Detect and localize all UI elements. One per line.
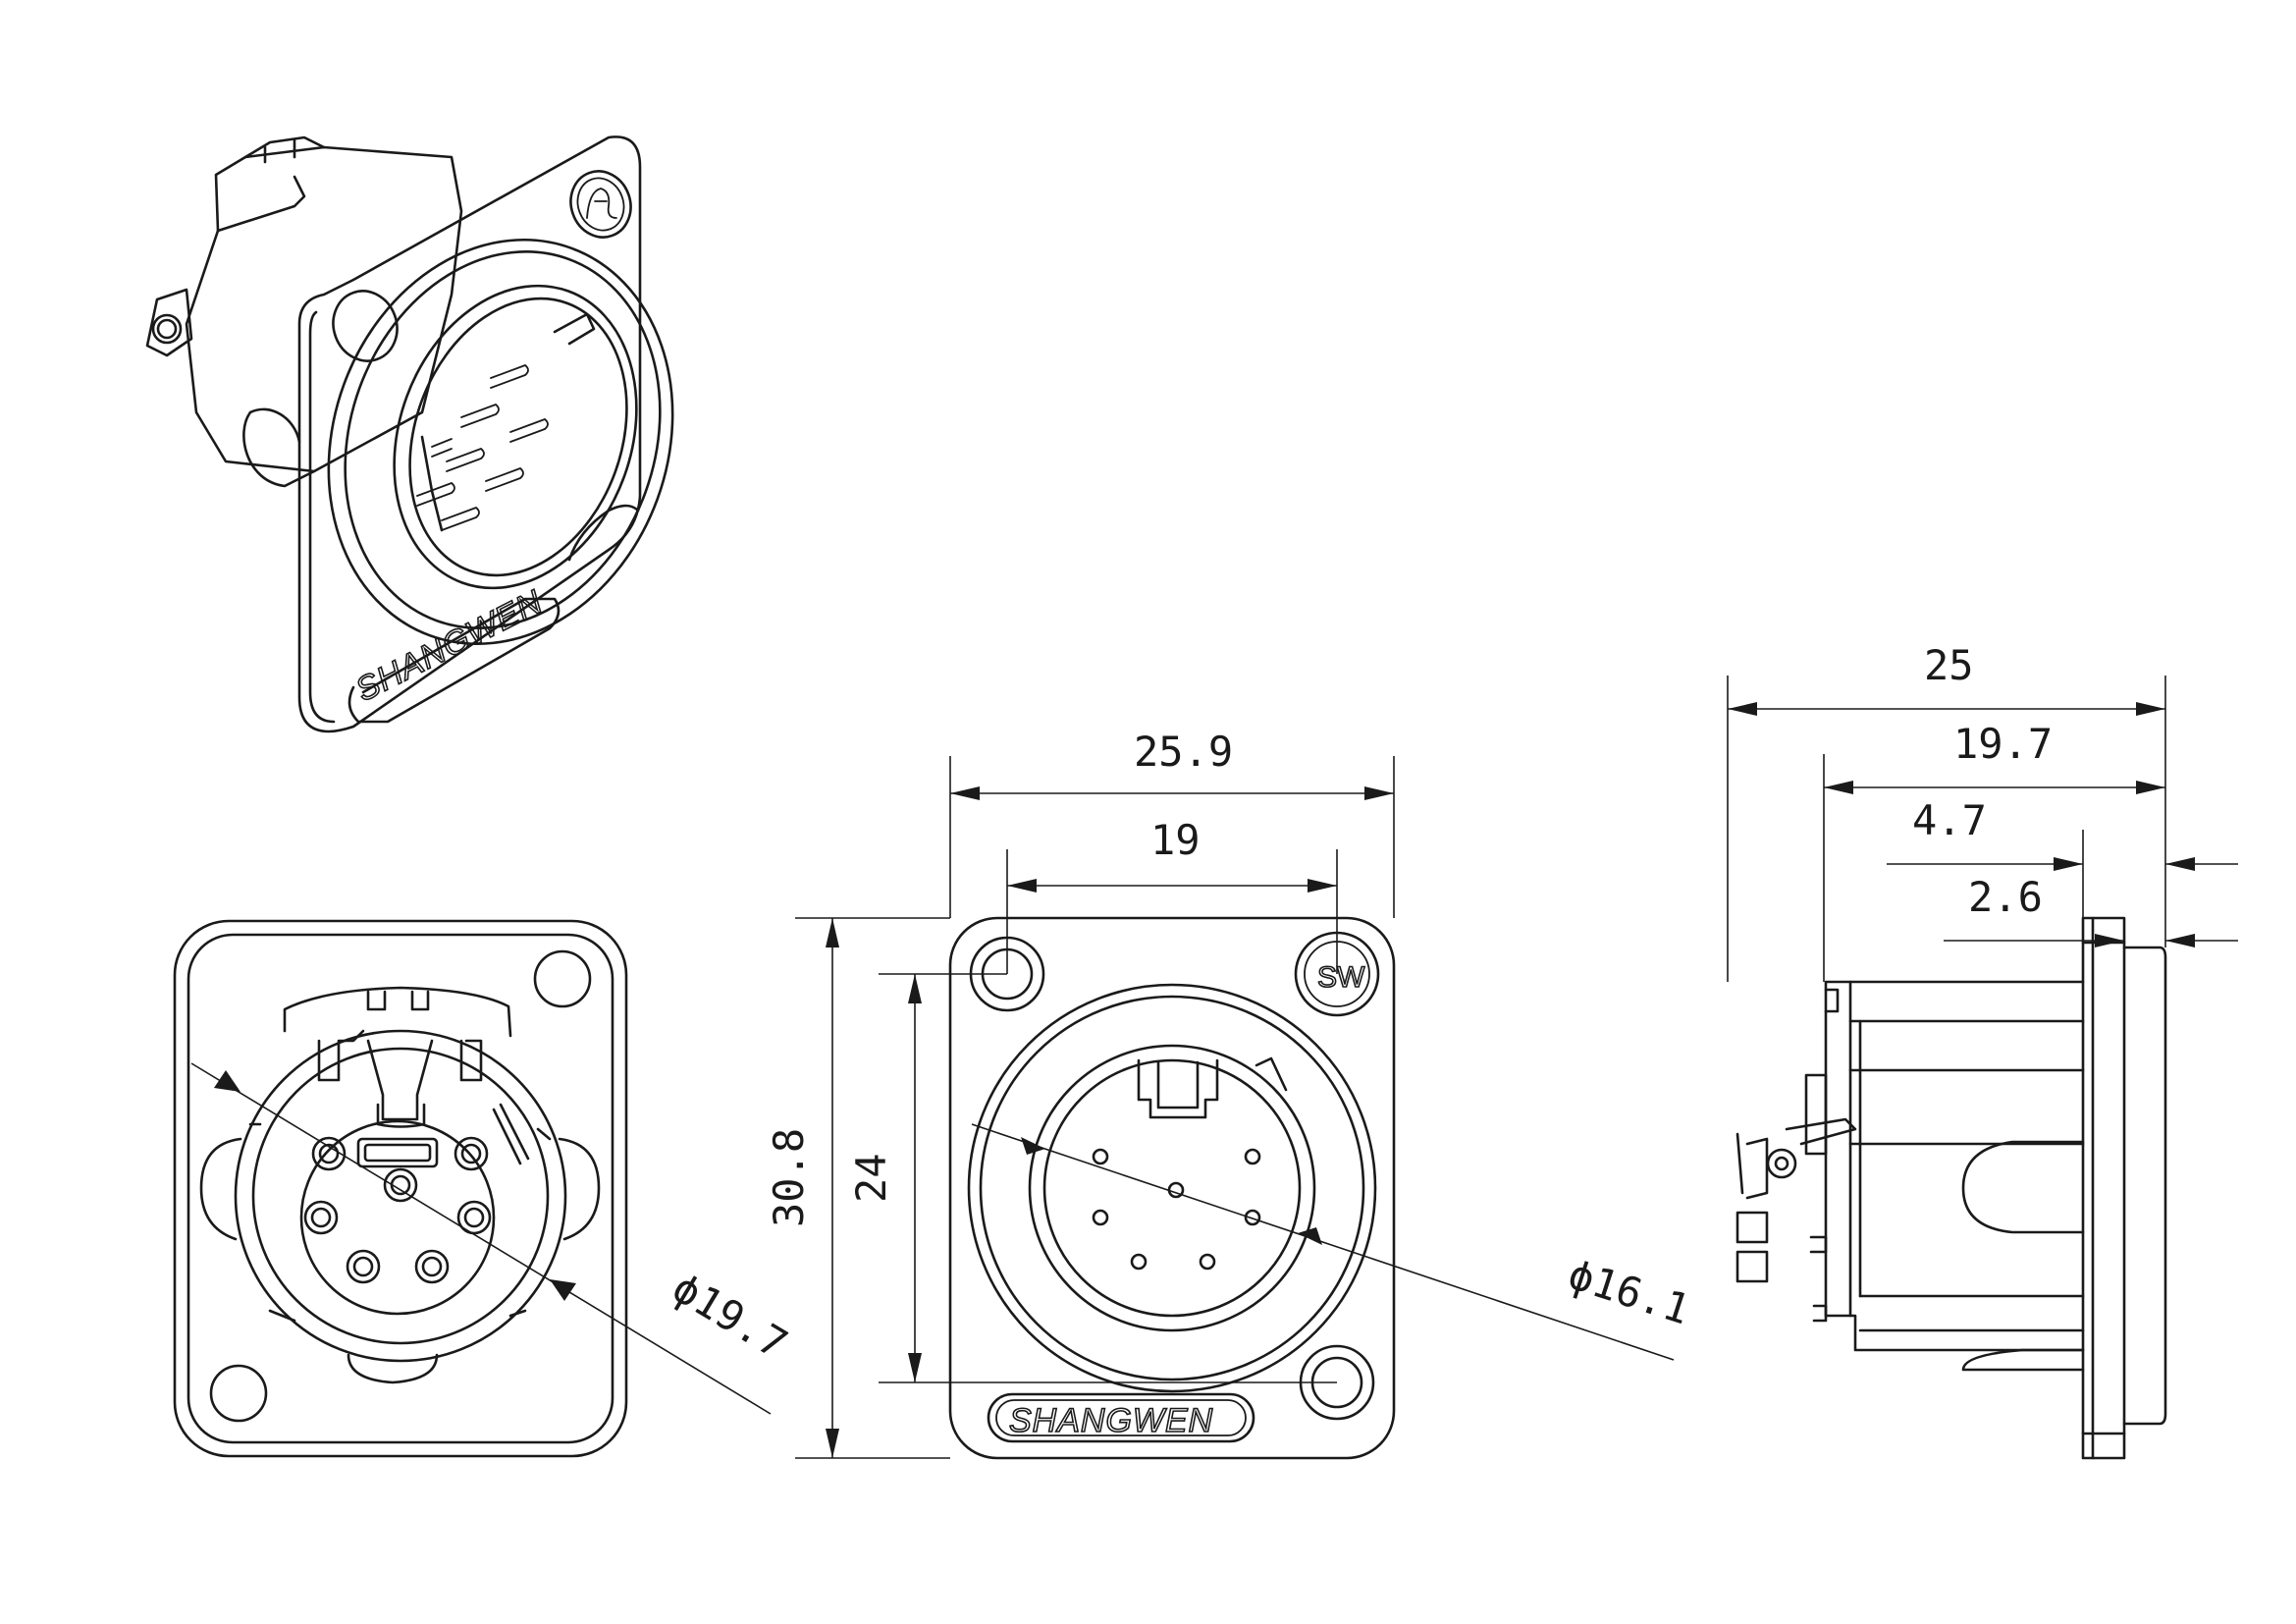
isometric-view: SHANGWEN	[145, 135, 674, 733]
dim-front-width: 25.9	[1134, 728, 1233, 776]
side-view: 25 19.7 4.7 2.6	[1727, 641, 2238, 1460]
dim-front-diameter: ϕ16.1	[1563, 1250, 1695, 1334]
dim-front-height: 30.8	[765, 1128, 813, 1227]
dim-rear-diameter: ϕ19.7	[665, 1264, 796, 1369]
dim-side-depth-overall: 25	[1924, 641, 1974, 689]
dim-front-hole-spacing: 19	[1150, 816, 1201, 864]
dim-side-flange-thickness: 2.6	[1968, 873, 2043, 921]
front-brand-label: SHANGWEN	[1009, 1402, 1213, 1439]
dim-side-depth-body: 19.7	[1953, 720, 2053, 768]
rear-pin-holes	[303, 1136, 492, 1284]
front-view: SW SHANGWEN ϕ16.1	[765, 728, 1695, 1460]
rear-view: ϕ19.7	[173, 919, 796, 1458]
front-pins	[1092, 1148, 1261, 1271]
dim-front-hole-spacing-v: 24	[847, 1153, 895, 1203]
iso-pins	[416, 364, 549, 531]
dim-side-flange-offset: 4.7	[1912, 796, 1987, 844]
logo-text: SW	[1317, 961, 1365, 994]
front-brand-plate: SHANGWEN	[987, 1392, 1255, 1443]
